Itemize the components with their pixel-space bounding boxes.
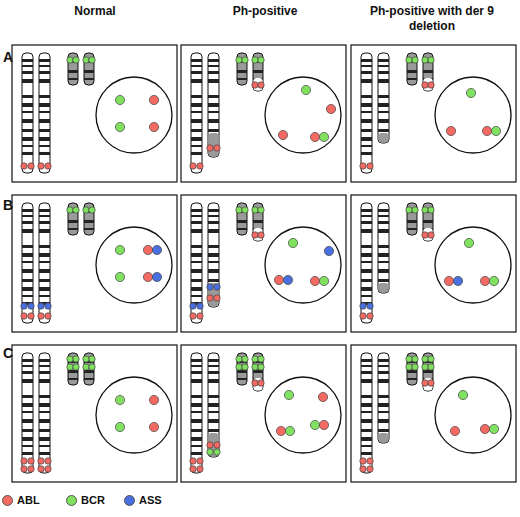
legend-entry: ABL: [2, 494, 40, 506]
panel-letter: B: [3, 198, 23, 213]
legend-entry: ASS: [124, 494, 162, 506]
legend-text: ABL: [17, 494, 40, 506]
column-header: Ph-positive with der 9 deletion: [362, 4, 502, 34]
legend-text: ASS: [139, 494, 162, 506]
column-header: Normal: [45, 4, 145, 19]
legend-swatch: [2, 495, 13, 506]
panel-letter: C: [3, 346, 23, 361]
legend-swatch: [124, 495, 135, 506]
column-header: Ph-positive: [205, 4, 325, 19]
panel-letter: A: [3, 50, 23, 65]
legend-text: BCR: [81, 494, 105, 506]
legend-swatch: [66, 495, 77, 506]
legend-entry: BCR: [66, 494, 105, 506]
